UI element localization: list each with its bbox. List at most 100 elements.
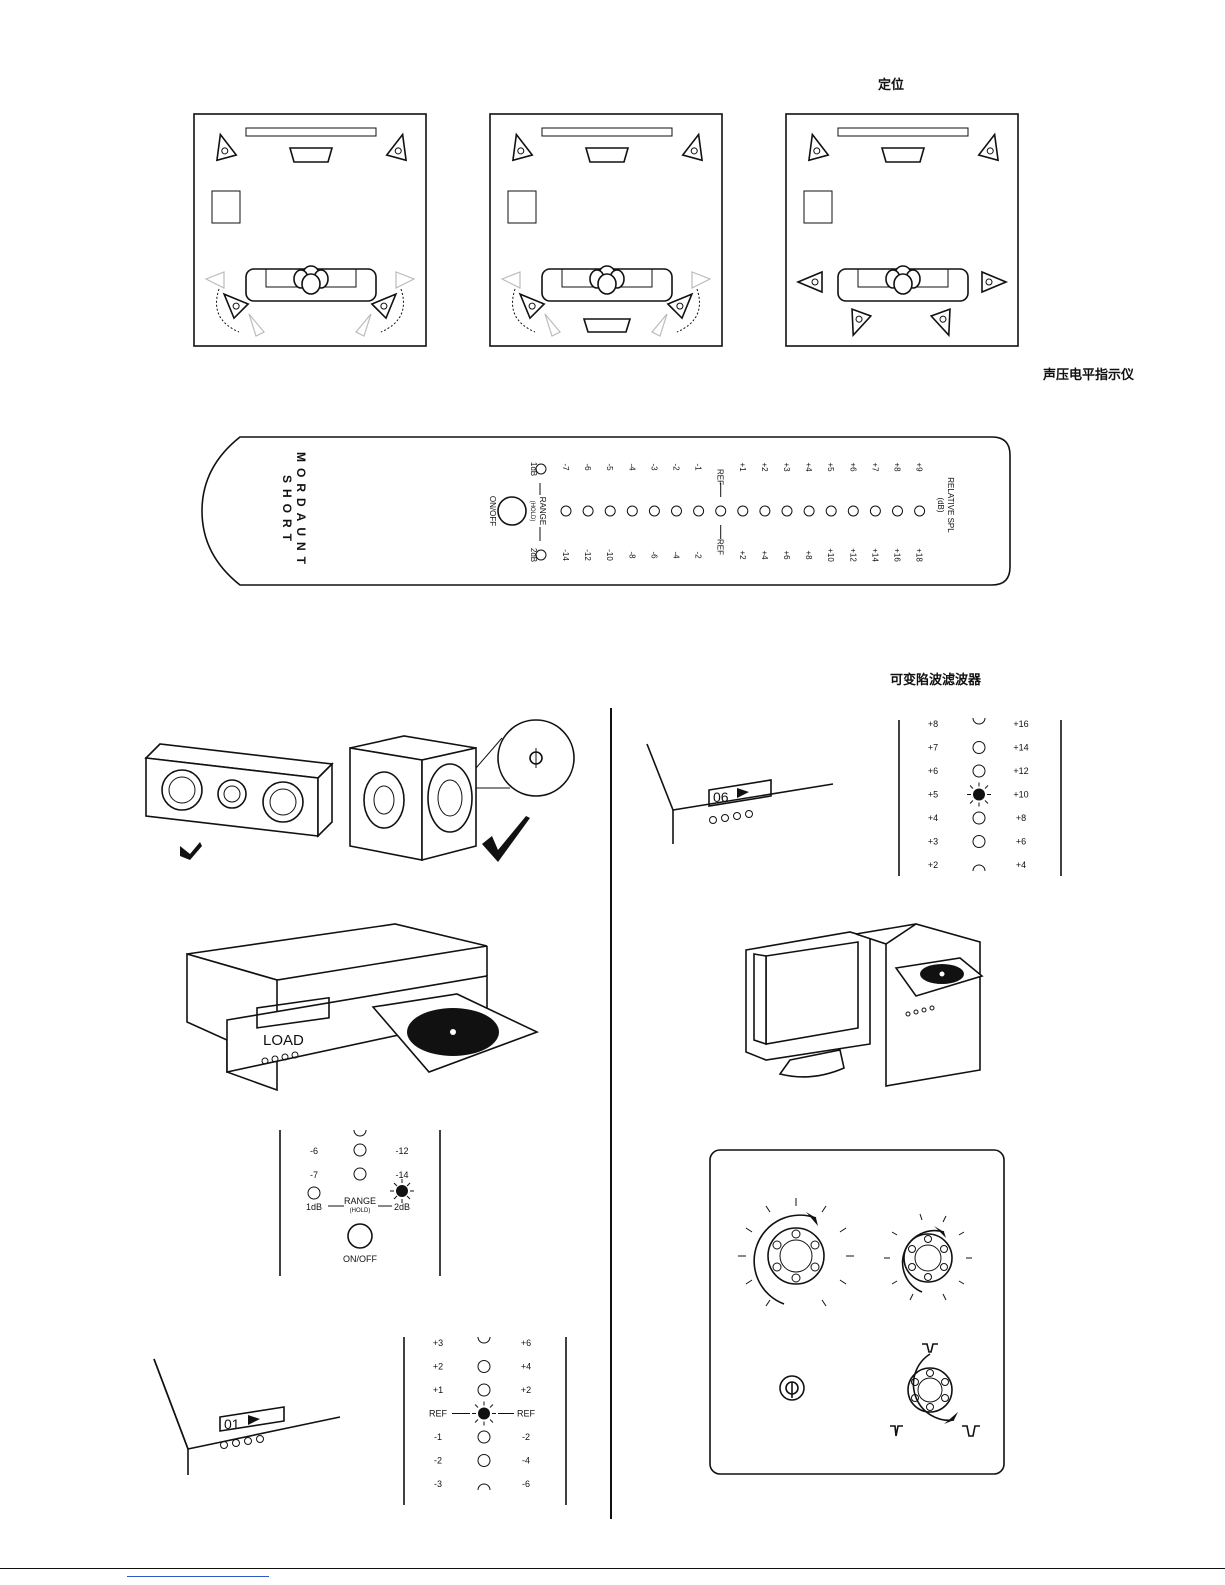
scale-high-led-0 — [972, 718, 986, 725]
meter-bottom-label-10: +6 — [782, 550, 791, 560]
speaker-placement-illustration — [144, 719, 575, 862]
meter-bottom-label-16: +18 — [915, 548, 924, 562]
footer-link-underline[interactable] — [127, 1576, 269, 1577]
scale-high-left-4: +4 — [928, 813, 938, 823]
scale-ref-right-0: +6 — [521, 1338, 531, 1348]
notch-knob[interactable] — [890, 1343, 980, 1437]
meter-top-label-9: +2 — [760, 462, 769, 472]
scale-ref-left-2: +1 — [433, 1385, 443, 1395]
range-right-0: -12 — [395, 1146, 408, 1156]
scale-high-left-1: +7 — [928, 743, 938, 753]
scale-high-left-5: +3 — [928, 837, 938, 847]
notch-deep-icon — [962, 1425, 980, 1437]
meter-2db-label: 2dB — [529, 548, 538, 562]
meter-bottom-label-9: +4 — [760, 550, 769, 560]
meter-led-15 — [892, 505, 903, 517]
meter-top-label-0: -7 — [561, 463, 570, 471]
meter-top-label-4: -3 — [649, 463, 658, 471]
meter-top-label-3: -4 — [627, 463, 636, 471]
meter-bottom-label-6: -2 — [694, 551, 703, 559]
meter-led-11 — [803, 505, 815, 517]
meter-bottom-label-2: -10 — [605, 549, 614, 561]
brand-line2: SHORT — [280, 475, 294, 547]
range-right-1: -14 — [395, 1170, 408, 1180]
scale-ref-left-1: +2 — [433, 1362, 443, 1372]
meter-relative-label: RELATIVE SPL — [946, 477, 955, 533]
scale-high-led-6 — [972, 864, 986, 872]
range-label: RANGE — [344, 1196, 376, 1206]
volume-knob[interactable] — [738, 1198, 854, 1307]
player-track-01: 01 — [153, 1358, 341, 1475]
notch-wide-icon — [922, 1343, 938, 1353]
scale-ref-left-4: -1 — [434, 1432, 442, 1442]
meter-led-1 — [582, 505, 594, 517]
scale-high-left-3: +5 — [928, 790, 938, 800]
room-layout-1 — [194, 114, 426, 346]
meter-led-4 — [648, 505, 660, 517]
scale-ref-ray-6 — [474, 1419, 479, 1423]
scale-ref-right-2: +2 — [521, 1385, 531, 1395]
scale-high-ray-6 — [969, 800, 974, 804]
meter-bottom-label-15: +16 — [893, 548, 902, 562]
meter-bottom-label-5: -4 — [672, 551, 681, 559]
meter-top-label-7: REF — [716, 469, 725, 485]
meter-led-16 — [914, 505, 926, 517]
scale-high-right-2: +12 — [1013, 766, 1028, 776]
footer-rule — [0, 1568, 1225, 1569]
range-onoff-button[interactable] — [347, 1223, 373, 1249]
scale-high-led-3 — [973, 788, 985, 801]
meter-top-label-12: +5 — [826, 462, 835, 472]
scale-high-right-4: +8 — [1016, 813, 1026, 823]
meter-bottom-label-3: -8 — [627, 551, 636, 559]
scale-ref-led-0 — [477, 1336, 491, 1344]
room-layout-3 — [786, 114, 1018, 346]
range-onoff-label: ON/OFF — [343, 1254, 377, 1264]
meter-power-button[interactable] — [497, 496, 527, 526]
scale-high-ray-5 — [984, 785, 989, 789]
scale-high-led-5 — [972, 835, 986, 848]
meter-top-label-15: +8 — [893, 462, 902, 472]
toggle-switch[interactable] — [779, 1375, 805, 1401]
meter-top-label-16: +9 — [915, 462, 924, 472]
track01-display-text: 01 — [224, 1416, 240, 1432]
checkmark-icon — [482, 816, 530, 862]
scale-high-left-0: +8 — [928, 719, 938, 729]
meter-top-label-14: +7 — [870, 462, 879, 472]
scale-ref-right-6: -6 — [522, 1479, 530, 1489]
scale-ref-led-2 — [477, 1383, 491, 1397]
meter-led-9 — [759, 505, 771, 517]
meter-hold-label: (HOLD) — [529, 501, 535, 522]
scale-ref-left-6: -3 — [434, 1479, 442, 1489]
meter-1db-label: 1dB — [529, 462, 538, 476]
play-icon — [248, 1415, 260, 1425]
meter-top-label-10: +3 — [782, 462, 791, 472]
scale-high-right-5: +6 — [1016, 837, 1026, 847]
scale-ref-right-5: -4 — [522, 1456, 530, 1466]
scale-ref-right-1: +4 — [521, 1362, 531, 1372]
scale-high-panel: +8+16+7+14+6+12+5+10+4+8+3+6+2+4 — [898, 718, 1062, 876]
meter-bottom-label-11: +8 — [804, 550, 813, 560]
scale-ref-led-6 — [477, 1483, 491, 1491]
meter-db-label: (dB) — [936, 497, 945, 512]
meter-bottom-label-12: +10 — [826, 548, 835, 562]
meter-onoff-label: ON/OFF — [488, 496, 497, 526]
scale-high-led-1 — [972, 741, 986, 754]
scale-high-ray-7 — [984, 800, 989, 804]
scale-ref-led-5 — [477, 1454, 491, 1467]
meter-led-3 — [626, 505, 638, 517]
spl-meter: MORDAUNT SHORT ON/OFF RANGE (HOLD) 1dB 2… — [201, 436, 1011, 586]
scale-ref-ray-4 — [474, 1404, 479, 1408]
scale-high-left-2: +6 — [928, 766, 938, 776]
subwoofer-controls-panel — [709, 1149, 1005, 1475]
meter-led-7 — [715, 505, 727, 517]
brand-line1: MORDAUNT — [294, 452, 308, 570]
crossover-knob[interactable] — [884, 1213, 972, 1301]
range-1db-label: 1dB — [306, 1202, 322, 1212]
scale-ref-left-5: -2 — [434, 1456, 442, 1466]
meter-led-13 — [847, 505, 859, 517]
meter-bottom-label-4: -6 — [649, 551, 658, 559]
cd-display-text: LOAD — [263, 1032, 304, 1049]
meter-bottom-label-0: -14 — [561, 549, 570, 561]
